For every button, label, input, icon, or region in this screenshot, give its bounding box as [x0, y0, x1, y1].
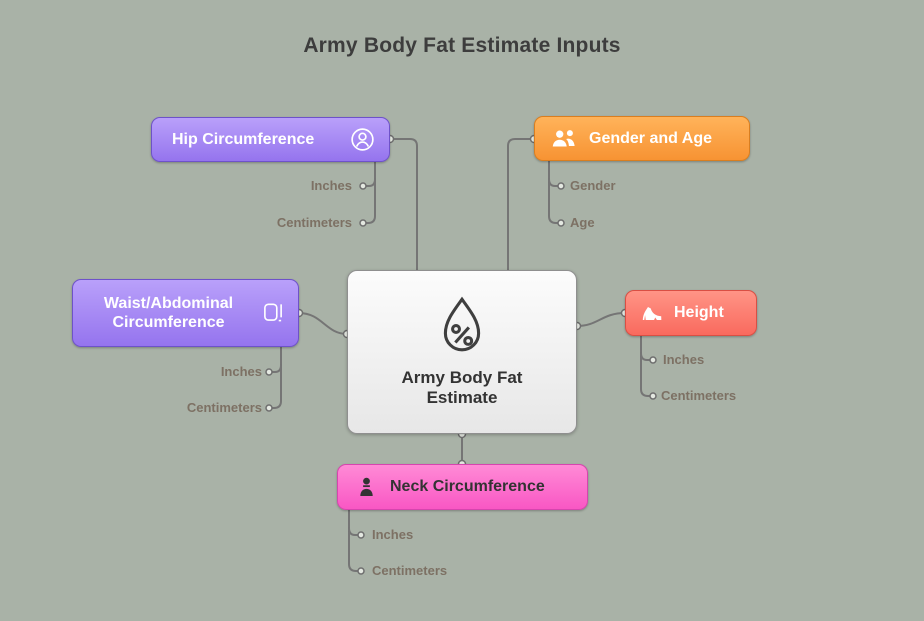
person-circle-icon	[349, 126, 376, 153]
child-label-waist-centimeters[interactable]: Centimeters	[186, 400, 262, 415]
child-label-neck-inches[interactable]: Inches	[372, 527, 414, 542]
child-label-age[interactable]: Age	[570, 215, 595, 230]
node-label: Gender and Age	[589, 129, 712, 147]
node-label: Neck Circumference	[390, 478, 545, 496]
node-label: Army Body Fat Estimate	[401, 367, 523, 407]
high-heel-icon	[639, 300, 665, 326]
child-label-hip-inches[interactable]: Inches	[310, 178, 352, 193]
node-neck-circumference[interactable]: Neck Circumference	[337, 464, 588, 510]
child-label-neck-centimeters[interactable]: Centimeters	[372, 563, 448, 578]
child-label-height-centimeters[interactable]: Centimeters	[661, 388, 737, 403]
person-neck-icon	[353, 474, 380, 501]
body-fat-droplet-percent-icon	[435, 296, 489, 358]
node-label: Hip Circumference	[172, 130, 315, 148]
child-label-height-inches[interactable]: Inches	[663, 352, 705, 367]
child-label-waist-inches[interactable]: Inches	[220, 364, 262, 379]
node-label: Waist/Abdominal Circumference	[103, 294, 234, 331]
node-height[interactable]: Height	[625, 290, 757, 336]
node-waist-abdominal-circumference[interactable]: Waist/Abdominal Circumference	[72, 279, 299, 347]
child-label-hip-centimeters[interactable]: Centimeters	[276, 215, 352, 230]
node-label: Height	[674, 304, 724, 322]
page-title: Army Body Fat Estimate Inputs	[303, 34, 621, 57]
people-icon	[549, 126, 579, 152]
node-gender-and-age[interactable]: Gender and Age	[534, 116, 750, 161]
measuring-tape-icon	[260, 300, 286, 326]
child-label-gender[interactable]: Gender	[570, 178, 616, 193]
node-hip-circumference[interactable]: Hip Circumference	[151, 117, 390, 162]
node-army-body-fat-estimate[interactable]: Army Body Fat Estimate	[347, 270, 577, 434]
